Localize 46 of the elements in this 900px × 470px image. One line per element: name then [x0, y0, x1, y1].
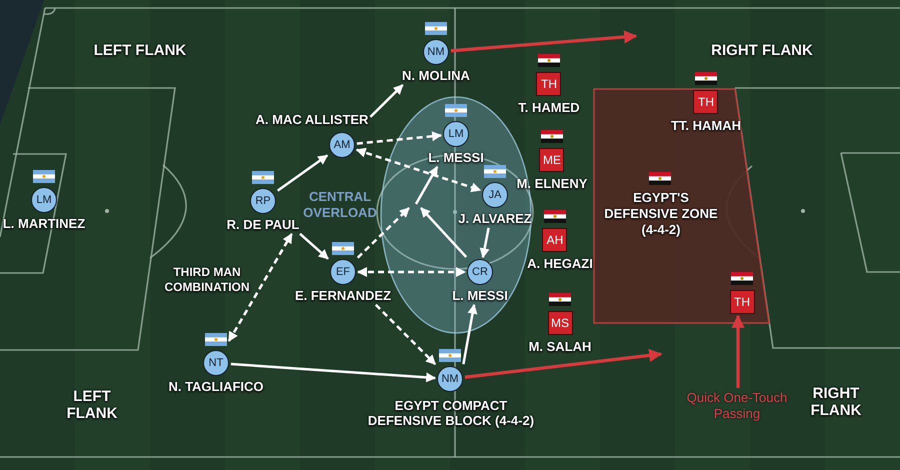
- dashed-double-arrow: [357, 267, 466, 277]
- arrow: [450, 30, 638, 52]
- arrow: [462, 304, 478, 364]
- player-name: A. MAC ALLISTER: [256, 112, 368, 127]
- player-name: L. MARTINEZ: [2, 216, 86, 231]
- arrow: [230, 362, 436, 382]
- arrow: [276, 154, 328, 192]
- dashed-arrow: [374, 304, 436, 366]
- arrow: [480, 228, 490, 258]
- player-marker: TH: [693, 90, 718, 114]
- player-name: A. HEGAZI: [527, 256, 593, 271]
- player-marker: MS: [548, 311, 572, 335]
- arrow: [370, 84, 404, 118]
- area-label: RIGHT FLANK: [711, 42, 813, 58]
- player-marker: ME: [539, 148, 564, 172]
- player-name: N. TAGLIAFICO: [168, 379, 264, 394]
- dashed-arrow: [356, 207, 410, 259]
- player-name: T. HAMED: [518, 100, 580, 115]
- player-name: L. MESSI: [452, 288, 508, 303]
- player-name: L. MESSI: [428, 150, 484, 165]
- tactic-label: CENTRAL OVERLOAD: [302, 189, 378, 221]
- dashed-arrow: [356, 131, 442, 145]
- player-name: M. ELNENY: [516, 176, 588, 191]
- tactic-label: THIRD MAN COMBINATION: [163, 265, 251, 295]
- player-name: N. MOLINA: [402, 68, 470, 83]
- player-name: R. DE PAUL: [226, 217, 300, 232]
- dashed-double-arrow: [228, 233, 293, 342]
- zone-label: EGYPT'S DEFENSIVE ZONE (4-4-2): [603, 190, 719, 238]
- player-name: M. SALAH: [528, 339, 592, 354]
- arrow: [299, 232, 329, 260]
- player-name: E. FERNANDEZ: [294, 288, 392, 303]
- dashed-double-arrow: [356, 148, 482, 192]
- area-label: LEFT FLANK: [94, 42, 186, 58]
- arrow: [414, 166, 438, 205]
- area-label: LEFT FLANK: [66, 388, 118, 422]
- player-marker: AH: [542, 228, 568, 252]
- arrow: [464, 348, 662, 379]
- player-name: TT. HAMAH: [670, 118, 742, 133]
- block-caption: EGYPT COMPACT DEFENSIVE BLOCK (4-4-2): [366, 398, 536, 428]
- player-marker: TH: [730, 290, 754, 314]
- annotation-text: Quick One-Touch Passing: [674, 390, 800, 422]
- arrow: [731, 314, 745, 388]
- area-label: RIGHT FLANK: [810, 385, 862, 419]
- player-marker: TH: [536, 72, 562, 96]
- player-name: J. ALVAREZ: [458, 211, 532, 226]
- arrow: [420, 207, 468, 258]
